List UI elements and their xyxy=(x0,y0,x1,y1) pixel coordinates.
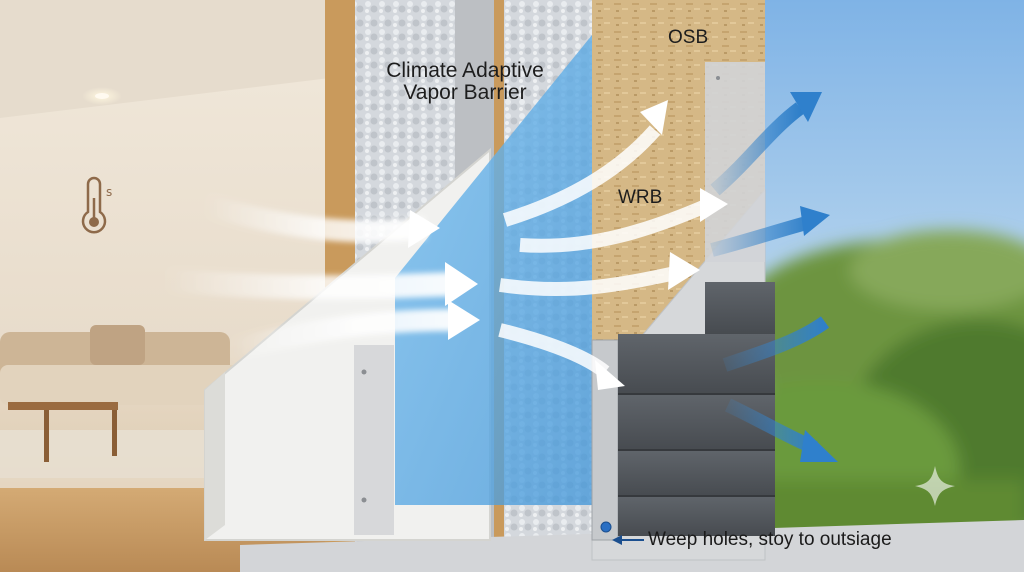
thermometer-icon: s xyxy=(81,176,112,234)
sparkle-icon xyxy=(915,466,955,506)
wrb-label: WRB xyxy=(618,187,663,208)
vapor-barrier-membrane xyxy=(395,35,592,505)
sofa xyxy=(0,325,240,405)
vapor-barrier-label: Climate Adaptive Vapor Barrier xyxy=(382,59,548,105)
vapor-arrows-inside xyxy=(163,194,456,361)
weep-hole-pointer xyxy=(612,535,644,545)
coffee-table xyxy=(8,402,118,462)
osb-label: OSB xyxy=(668,27,709,48)
weep-holes-label: Weep holes, stoy to outsiage xyxy=(648,529,892,550)
vapor-barrier-label-line2: Vapor Barrier xyxy=(403,81,527,105)
vapor-barrier-label-line1: Climate Adaptive xyxy=(386,59,544,82)
vapor-arrowheads-inside xyxy=(408,210,480,340)
svg-text:s: s xyxy=(106,185,112,199)
weep-hole-icon xyxy=(600,521,612,533)
